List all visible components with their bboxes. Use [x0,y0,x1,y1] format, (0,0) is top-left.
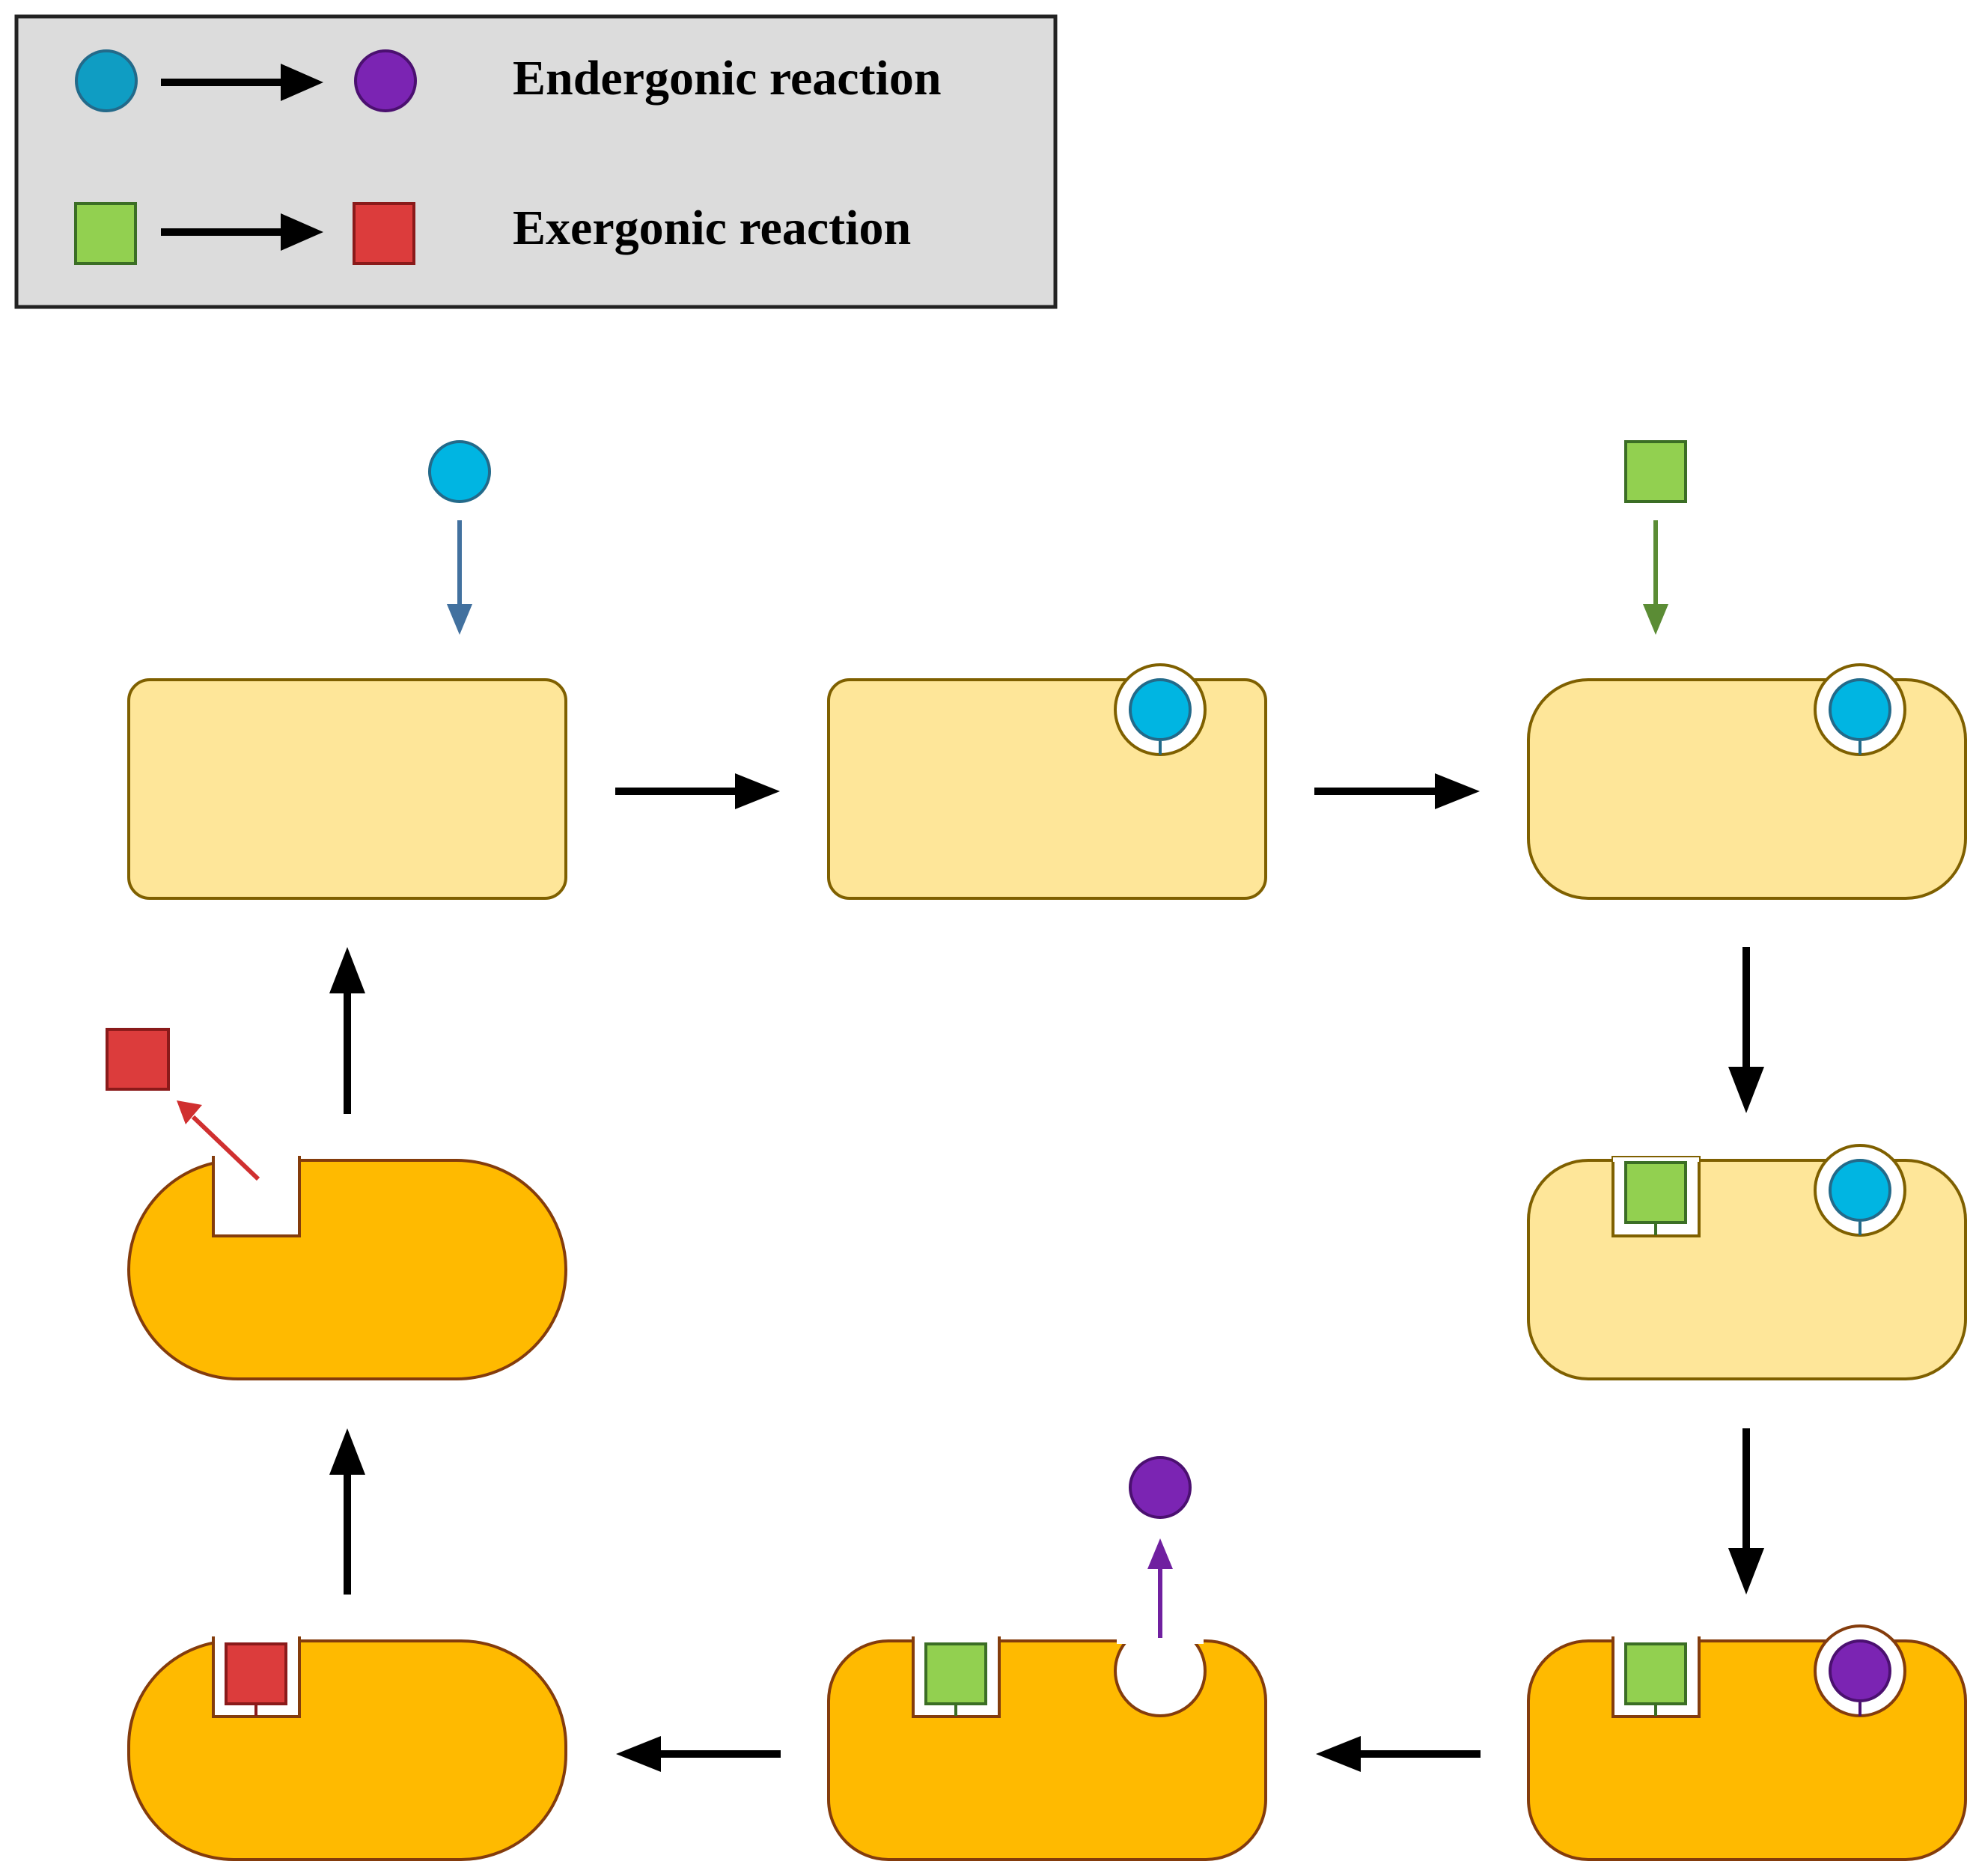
exergonic-label: Exergonic reaction [513,201,911,255]
legend-box [14,14,1058,309]
enzyme-state-1 [127,678,567,900]
arrow-icon [1728,947,1764,1113]
enzyme-state-3 [1527,663,1967,900]
green-square-icon [1624,1642,1687,1705]
blue-circle-icon [1829,1159,1891,1222]
blue-circle-icon [75,49,138,112]
arrow-icon [329,947,365,1114]
endergonic-label: Endergonic reaction [513,51,942,106]
arrow-icon [161,64,323,101]
blue-circle-icon [428,440,491,503]
arrow-icon [1147,1538,1173,1638]
arrow-icon [616,1736,781,1772]
arrow-icon [615,773,780,809]
enzyme-state-4 [1527,1144,1967,1380]
purple-circle-icon [1129,1456,1192,1519]
arrow-icon [1643,520,1668,635]
arrow-icon [447,520,472,635]
red-square-icon [106,1028,170,1091]
arrow-icon [1314,773,1480,809]
arrow-icon [1728,1428,1764,1595]
arrow-icon [177,1100,260,1181]
arrow-icon [161,213,323,251]
enzyme-state-7 [127,1636,567,1861]
enzyme-state-8 [127,1156,567,1380]
green-square-icon [924,1642,987,1705]
arrow-icon [1316,1736,1481,1772]
red-square-icon [225,1642,287,1705]
enzyme-state-6 [827,1617,1267,1861]
red-square-icon [353,202,415,265]
green-square-icon [1624,440,1687,503]
green-square-icon [74,202,137,265]
blue-circle-icon [1829,678,1891,741]
arrow-icon [329,1428,365,1595]
purple-circle-icon [1829,1639,1891,1702]
purple-circle-icon [354,49,417,112]
enzyme-state-2 [827,663,1267,900]
green-square-icon [1624,1161,1687,1224]
enzyme-state-5 [1527,1624,1967,1861]
legend: Endergonic reaction Exergonic reaction [14,14,1058,309]
blue-circle-icon [1129,678,1192,741]
